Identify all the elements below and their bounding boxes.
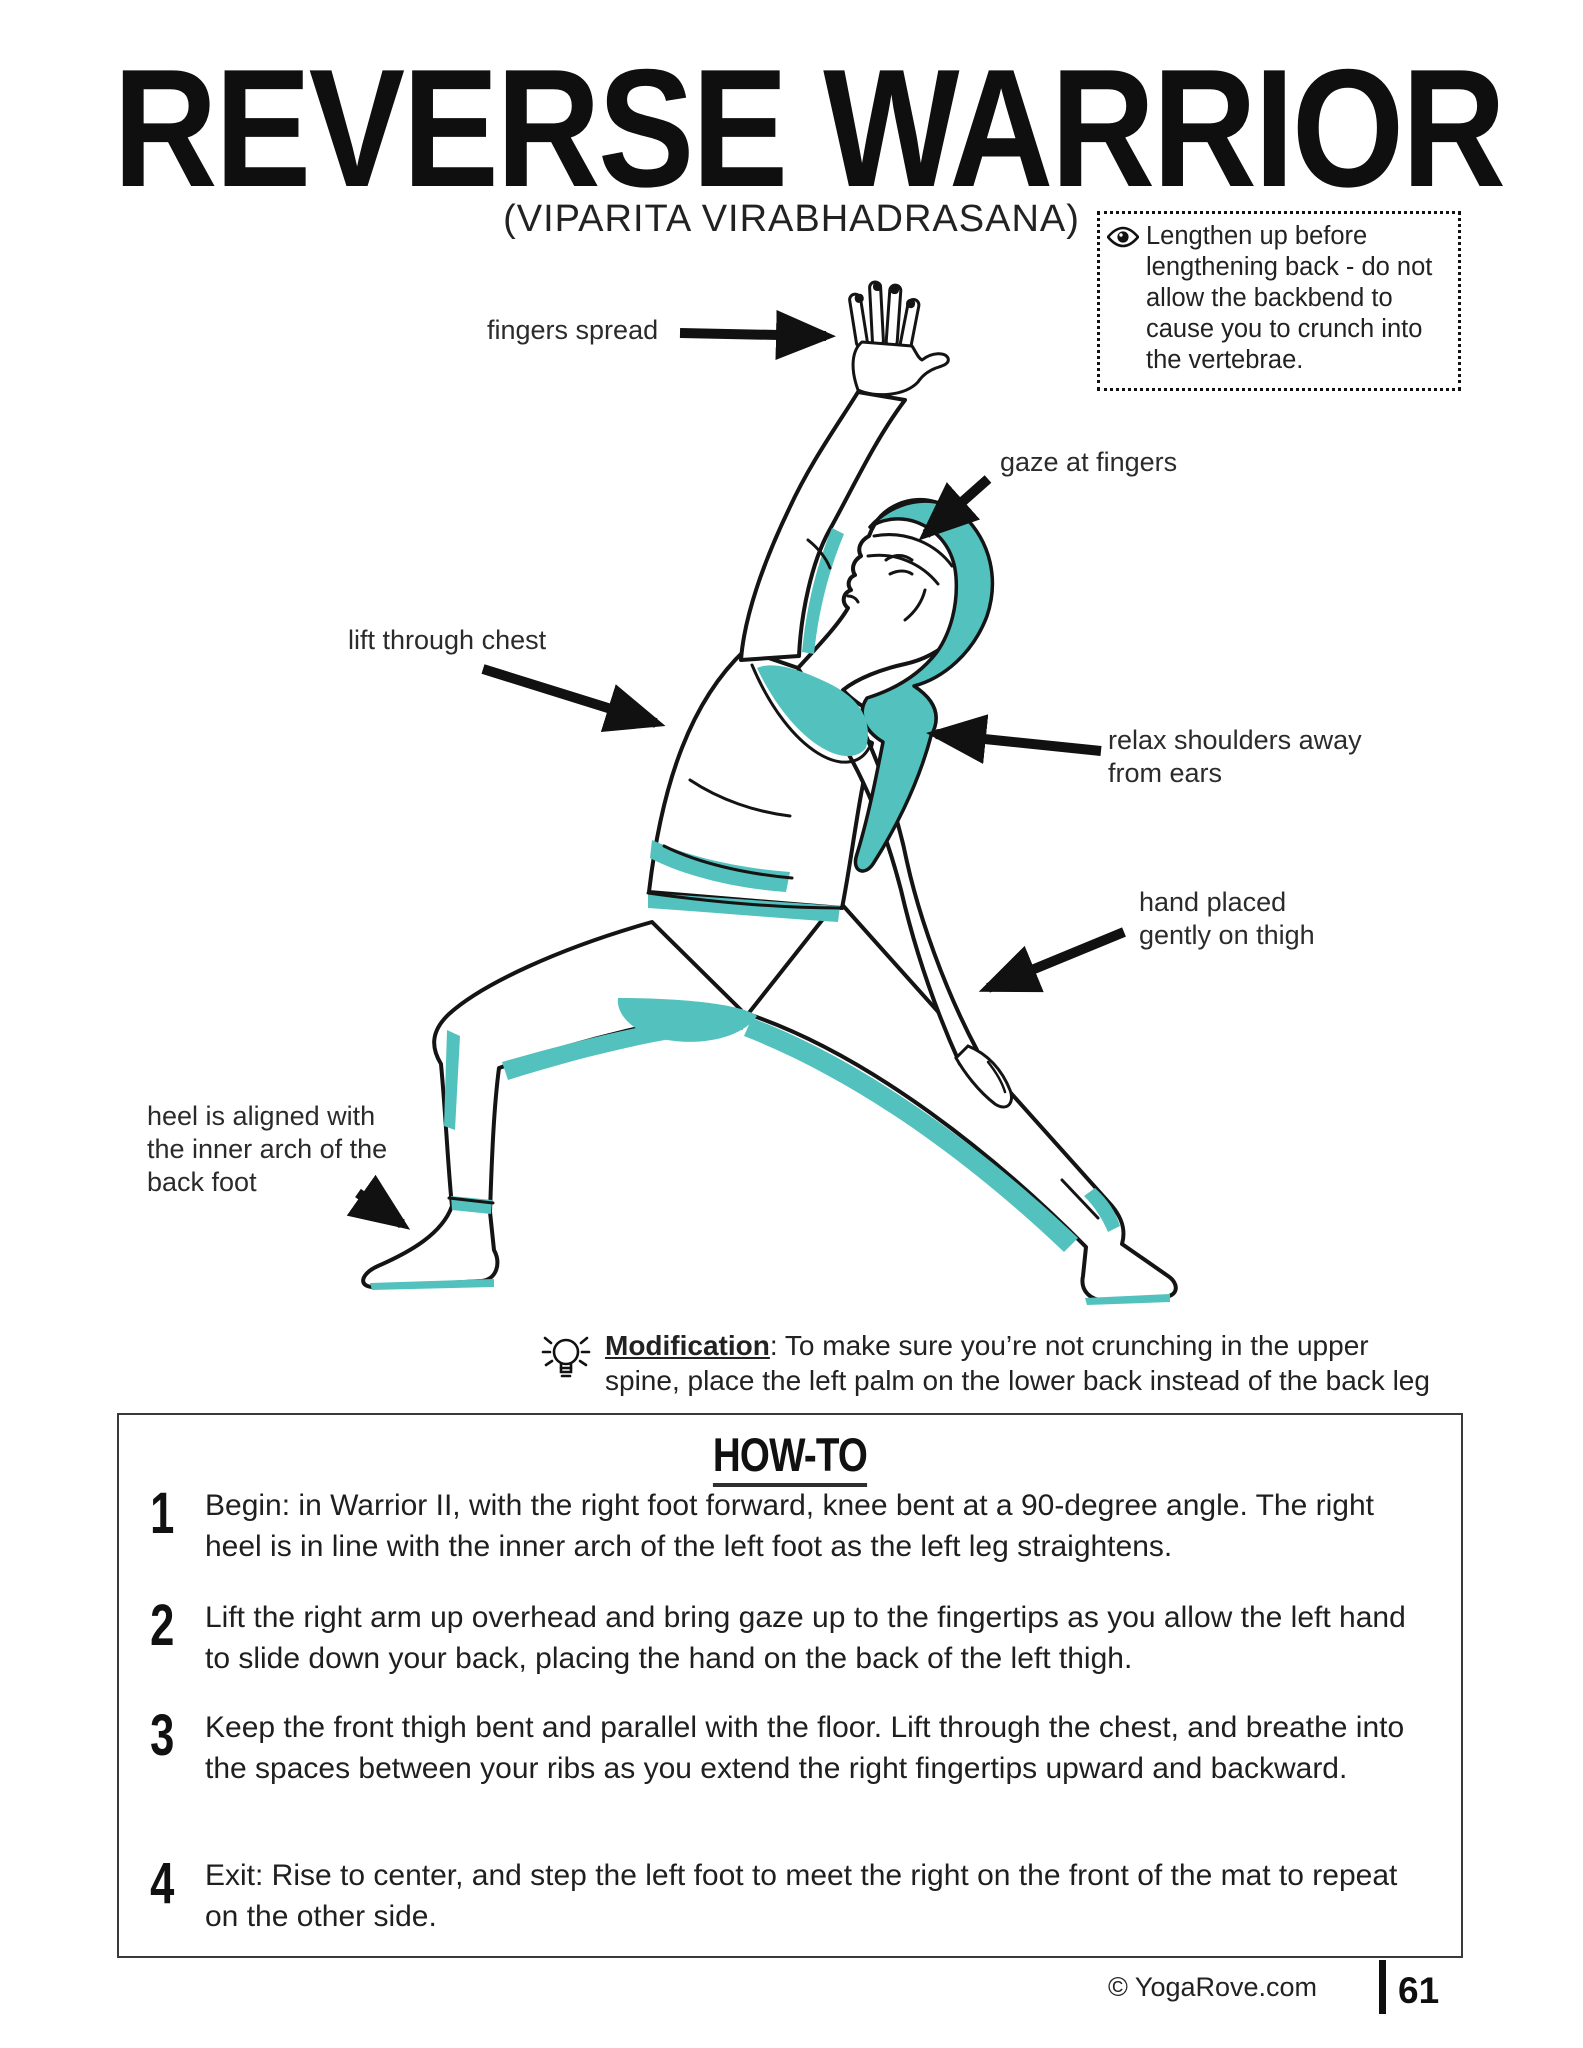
tip-box: Lengthen up before lengthening back - do…	[1097, 211, 1461, 391]
step-text: Lift the right arm up overhead and bring…	[205, 1601, 1406, 1675]
annotation-heel-aligned: heel is aligned with the inner arch of t…	[147, 1101, 388, 1197]
eye-icon	[1106, 221, 1140, 382]
step-text: Begin: in Warrior II, with the right foo…	[205, 1489, 1374, 1563]
figure-lower-hand	[954, 1044, 1013, 1109]
figure-head	[796, 498, 985, 728]
arrow-heel-aligned	[346, 1174, 411, 1230]
modification-label: Modification	[605, 1330, 770, 1361]
step-number: 2	[150, 1593, 175, 1658]
arrow-relax-shoulders	[926, 714, 1102, 764]
modification-note: Modification: To make sure you’re not cr…	[541, 1328, 1451, 1398]
how-to-step-1: 1 Begin: in Warrior II, with the right f…	[145, 1485, 1450, 1567]
step-text: Exit: Rise to center, and step the left …	[205, 1859, 1398, 1933]
step-number: 3	[150, 1703, 175, 1768]
figure-raised-hand	[851, 340, 950, 397]
tip-text: Lengthen up before lengthening back - do…	[1146, 222, 1433, 374]
annotation-lift-through-chest: lift through chest	[348, 625, 547, 655]
how-to-box: HOW-TO 1 Begin: in Warrior II, with the …	[117, 1413, 1463, 1958]
figure-back-leg	[746, 898, 1178, 1303]
arrow-lift-chest	[481, 664, 666, 732]
annotation-fingers-spread: fingers spread	[487, 315, 659, 345]
how-to-step-3: 3 Keep the front thigh bent and parallel…	[145, 1707, 1450, 1789]
annotation-gaze-at-fingers: gaze at fingers	[1000, 447, 1178, 477]
step-number: 1	[150, 1481, 175, 1546]
modification-text: Modification: To make sure you’re not cr…	[605, 1330, 1430, 1396]
arrow-gaze-at-fingers	[918, 475, 992, 541]
how-to-step-4: 4 Exit: Rise to center, and step the lef…	[145, 1855, 1450, 1937]
figure-raised-arm	[739, 390, 907, 662]
lightbulb-icon	[541, 1328, 591, 1398]
footer-divider	[1379, 1960, 1386, 2014]
how-to-title: HOW-TO	[119, 1427, 1461, 1487]
annotation-relax-shoulders: relax shoulders away from ears	[1108, 725, 1362, 788]
footer-copyright: © YogaRove.com	[1108, 1972, 1318, 2002]
figure-hair	[853, 499, 995, 873]
step-number: 4	[150, 1851, 175, 1916]
how-to-step-2: 2 Lift the right arm up overhead and bri…	[145, 1597, 1450, 1679]
page-subtitle: (VIPARITA VIRABHADRASANA)	[503, 198, 1080, 240]
step-text: Keep the front thigh bent and parallel w…	[205, 1711, 1405, 1785]
figure-front-leg	[361, 920, 743, 1289]
arrow-fingers-spread	[679, 309, 836, 360]
arrow-hand-on-thigh	[978, 927, 1126, 993]
page-title: REVERSE WARRIOR	[113, 34, 1506, 222]
annotation-hand-on-thigh: hand placed gently on thigh	[1139, 887, 1315, 950]
page-number: 61	[1398, 1970, 1440, 2011]
